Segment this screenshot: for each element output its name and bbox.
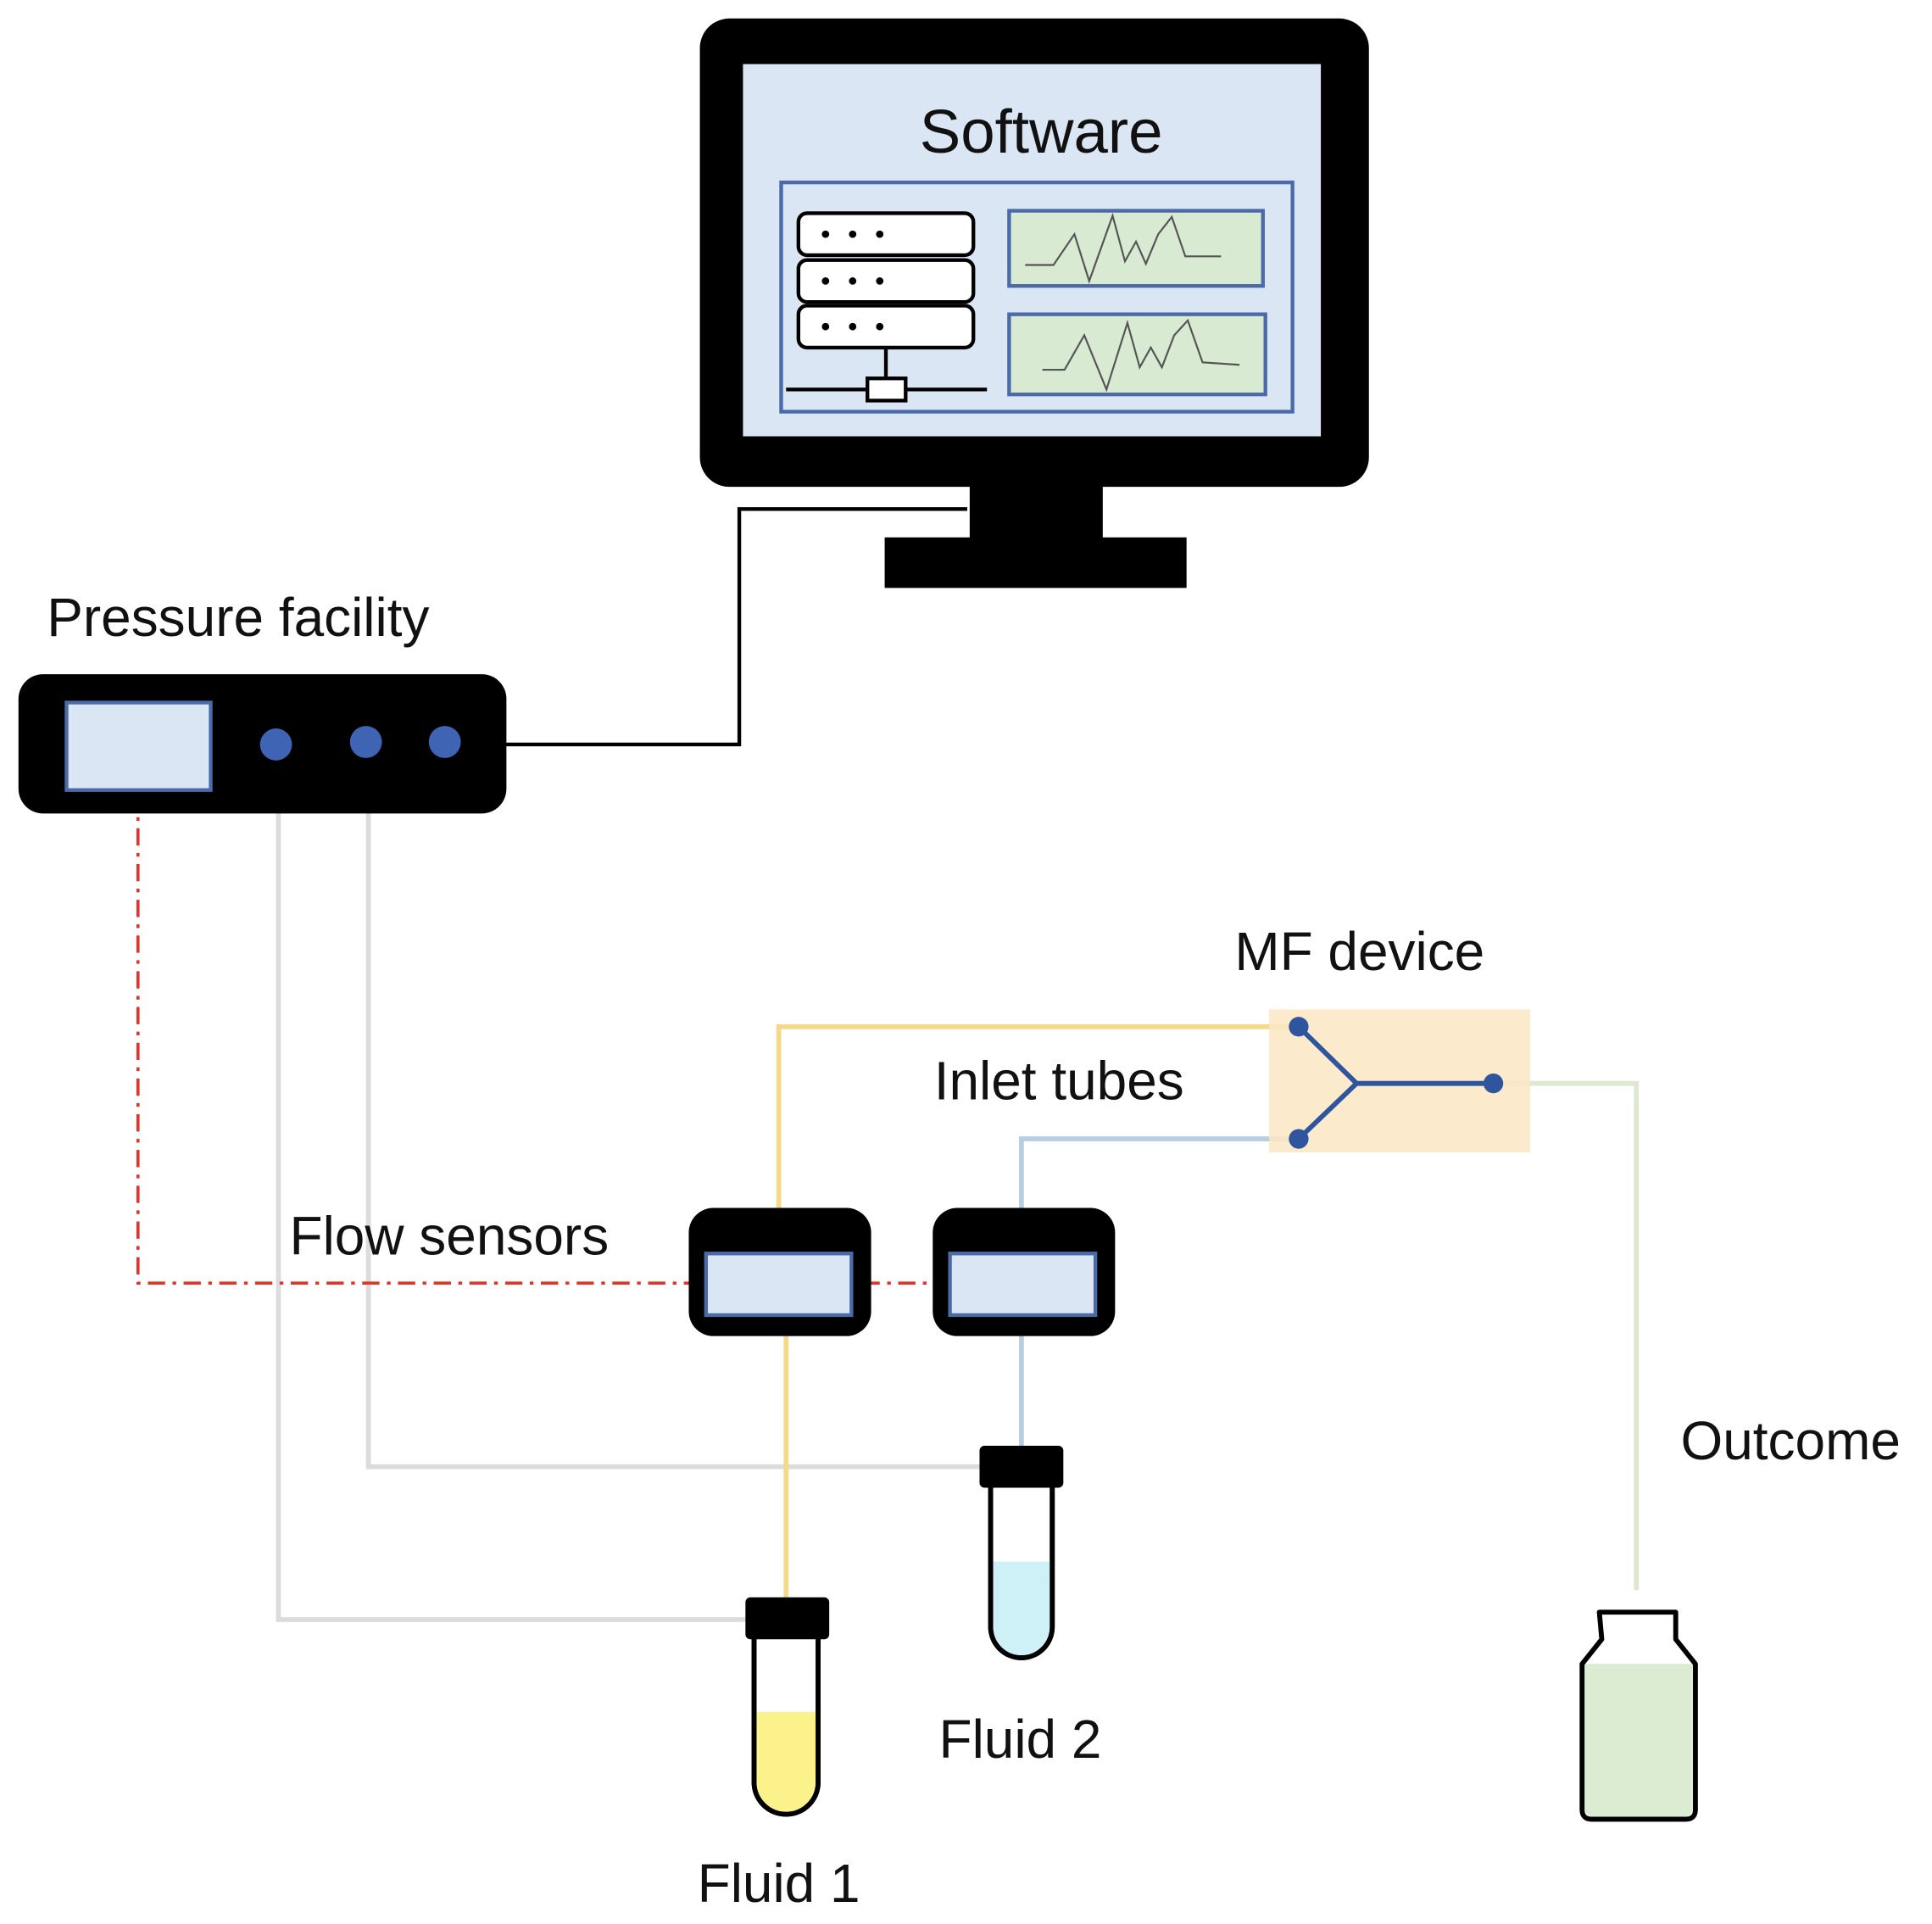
server-indicators <box>821 230 884 331</box>
outcome-label: Outcome <box>1680 1410 1900 1471</box>
pressure-line-fluid-1 <box>276 751 746 1622</box>
software-label: Software <box>920 98 1163 166</box>
inlet-tubes-label: Inlet tubes <box>934 1051 1184 1112</box>
fluid-2-label: Fluid 2 <box>939 1709 1102 1770</box>
pressure-controller-icon <box>18 674 507 814</box>
pressure-port-3 <box>428 726 461 758</box>
pressure-facility-label: Pressure facility <box>47 587 429 648</box>
pressure-port-2 <box>349 726 382 758</box>
test-tube-icon <box>745 1597 830 1817</box>
server-icon <box>786 211 988 403</box>
fluid-1-label: Fluid 1 <box>698 1853 860 1914</box>
data-cable <box>503 507 967 747</box>
graph-panel-top <box>1007 209 1265 288</box>
software-window <box>779 180 1294 414</box>
flow-sensors-label: Flow sensors <box>290 1206 610 1267</box>
flow-sensor-icon <box>688 1207 871 1336</box>
fluid-1-inlet-tube <box>776 1023 1299 1211</box>
pressure-display <box>64 700 213 792</box>
outlet-tube <box>1493 1080 1640 1591</box>
pressure-line-fluid-2 <box>365 751 980 1469</box>
graph-panel-bottom <box>1007 312 1267 397</box>
mf-device-label: MF device <box>1234 921 1484 982</box>
flow-sensor-icon <box>933 1207 1116 1336</box>
microfluidic-chip-icon <box>1269 1009 1531 1153</box>
signal-line <box>136 792 937 1285</box>
fluid-2-inlet-tube <box>1018 1136 1299 1211</box>
monitor-icon <box>699 18 1369 588</box>
bottle-icon <box>1579 1609 1698 1822</box>
test-tube-icon <box>979 1446 1064 1660</box>
pressure-port-1 <box>259 728 292 761</box>
